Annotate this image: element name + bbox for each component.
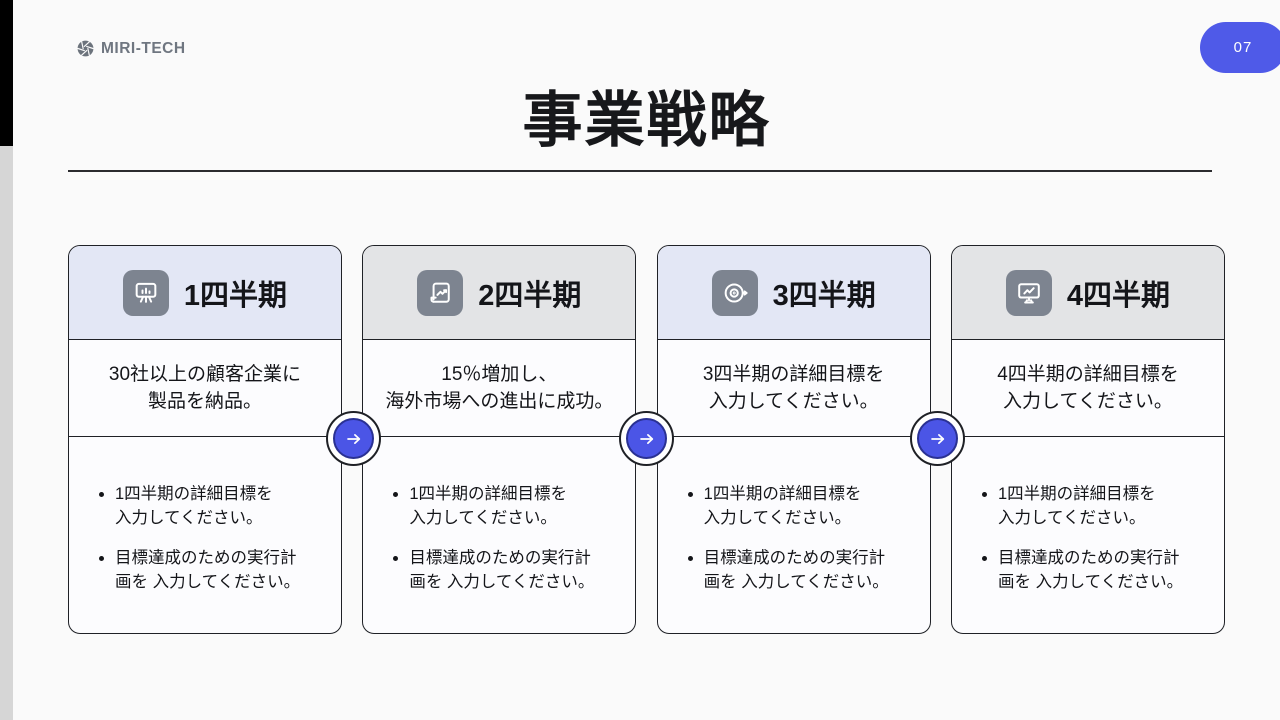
- bullet-line: 入力してください。: [409, 508, 557, 527]
- summary-line: 30社以上の顧客企業に: [108, 364, 302, 385]
- summary-line: 15％増加し、: [441, 364, 558, 385]
- card-summary-q3: 3四半期の詳細目標を 入力してください。: [657, 340, 930, 437]
- title-divider: [68, 170, 1212, 172]
- summary-line: 入力してください。: [708, 391, 879, 412]
- card-title: 3四半期: [772, 279, 876, 312]
- card-bullets-q2: 1四半期の詳細目標を 入力してください。 目標達成のための実行計 画を 入力して…: [363, 437, 635, 633]
- target-icon: [711, 269, 758, 316]
- quarter-cards-row: 1四半期 30社以上の顧客企業に 製品を納品。 1四半期の詳細目標を 入力してく…: [68, 245, 1225, 634]
- quarter-card-q2: 2四半期 15％増加し、 海外市場への進出に成功。 1四半期の詳細目標を 入力し…: [362, 245, 637, 634]
- bullet-line: 目標達成のための実行計: [409, 549, 591, 567]
- card-header-q2: 2四半期: [363, 246, 636, 340]
- scroll-chart-icon: [417, 269, 464, 316]
- bullet-item: 目標達成のための実行計 画を 入力してください。: [998, 547, 1210, 594]
- presentation-chart-icon: [122, 269, 169, 316]
- bullet-line: 画を 入力してください。: [115, 572, 301, 591]
- bullet-item: 目標達成のための実行計 画を 入力してください。: [704, 547, 916, 594]
- quarter-card-q4: 4四半期 4四半期の詳細目標を 入力してください。 1四半期の詳細目標を 入力し…: [950, 245, 1225, 634]
- arrow-right-icon: [917, 418, 958, 459]
- monitor-chart-icon: [1005, 269, 1052, 316]
- page-number-badge: 07: [1200, 22, 1280, 73]
- card-bullets-q3: 1四半期の詳細目標を 入力してください。 目標達成のための実行計 画を 入力して…: [658, 437, 930, 633]
- brand-logo: MIRI-TECH: [76, 39, 186, 58]
- left-letterbox-black: [0, 0, 13, 146]
- page-number: 07: [1233, 39, 1253, 56]
- bullet-line: 1四半期の詳細目標を: [997, 485, 1156, 503]
- summary-line: 製品を納品。: [147, 391, 262, 412]
- bullet-line: 入力してください。: [115, 508, 263, 527]
- arrow-right-icon: [333, 418, 374, 459]
- bullet-line: 目標達成のための実行計: [115, 549, 297, 567]
- card-header-q3: 3四半期: [657, 246, 930, 340]
- left-letterbox-gray: [0, 146, 13, 720]
- bullet-line: 画を 入力してください。: [409, 572, 595, 591]
- card-summary-q4: 4四半期の詳細目標を 入力してください。: [951, 340, 1224, 437]
- card-header-q1: 1四半期: [69, 246, 341, 340]
- summary-line: 海外市場への進出に成功。: [385, 391, 614, 412]
- connector-circle-3: [910, 411, 965, 466]
- page-title: 事業戦略: [522, 87, 771, 154]
- summary-line: 3四半期の詳細目標を: [702, 364, 885, 385]
- card-title: 2四半期: [478, 279, 582, 312]
- bullet-line: 1四半期の詳細目標を: [409, 485, 568, 503]
- card-title: 1四半期: [183, 279, 288, 312]
- connector-circle-2: [619, 411, 674, 466]
- card-summary-q1: 30社以上の顧客企業に 製品を納品。: [69, 340, 341, 437]
- connector-circle-1: [326, 411, 381, 466]
- bullet-item: 1四半期の詳細目標を 入力してください。: [115, 483, 327, 530]
- quarter-card-q3: 3四半期 3四半期の詳細目標を 入力してください。 1四半期の詳細目標を 入力し…: [656, 245, 931, 634]
- bullet-item: 1四半期の詳細目標を 入力してください。: [409, 483, 621, 530]
- bullet-line: 画を 入力してください。: [703, 572, 889, 591]
- card-summary-q2: 15％増加し、 海外市場への進出に成功。: [363, 340, 636, 437]
- brand-name: MIRI-TECH: [101, 39, 186, 57]
- bullet-line: 入力してください。: [997, 508, 1146, 527]
- bullet-item: 1四半期の詳細目標を 入力してください。: [704, 483, 916, 530]
- quarter-card-q1: 1四半期 30社以上の顧客企業に 製品を納品。 1四半期の詳細目標を 入力してく…: [68, 245, 342, 634]
- summary-line: 入力してください。: [1003, 391, 1173, 412]
- bullet-item: 目標達成のための実行計 画を 入力してください。: [115, 547, 327, 594]
- bullet-line: 入力してください。: [703, 508, 852, 527]
- bullet-item: 目標達成のための実行計 画を 入力してください。: [409, 547, 621, 594]
- summary-line: 4四半期の詳細目標を: [997, 364, 1179, 385]
- bullet-item: 1四半期の詳細目標を 入力してください。: [998, 483, 1210, 530]
- bullet-line: 画を 入力してください。: [997, 572, 1184, 591]
- bullet-line: 1四半期の詳細目標を: [703, 485, 862, 503]
- card-header-q4: 4四半期: [951, 246, 1224, 340]
- bullet-line: 目標達成のための実行計: [703, 549, 886, 567]
- arrow-right-icon: [626, 418, 667, 459]
- bullet-line: 1四半期の詳細目標を: [115, 485, 273, 503]
- card-bullets-q4: 1四半期の詳細目標を 入力してください。 目標達成のための実行計 画を 入力して…: [952, 437, 1224, 633]
- card-bullets-q1: 1四半期の詳細目標を 入力してください。 目標達成のための実行計 画を 入力して…: [69, 437, 341, 633]
- aperture-icon: [76, 39, 95, 58]
- bullet-line: 目標達成のための実行計: [997, 549, 1180, 567]
- card-title: 4四半期: [1066, 279, 1171, 312]
